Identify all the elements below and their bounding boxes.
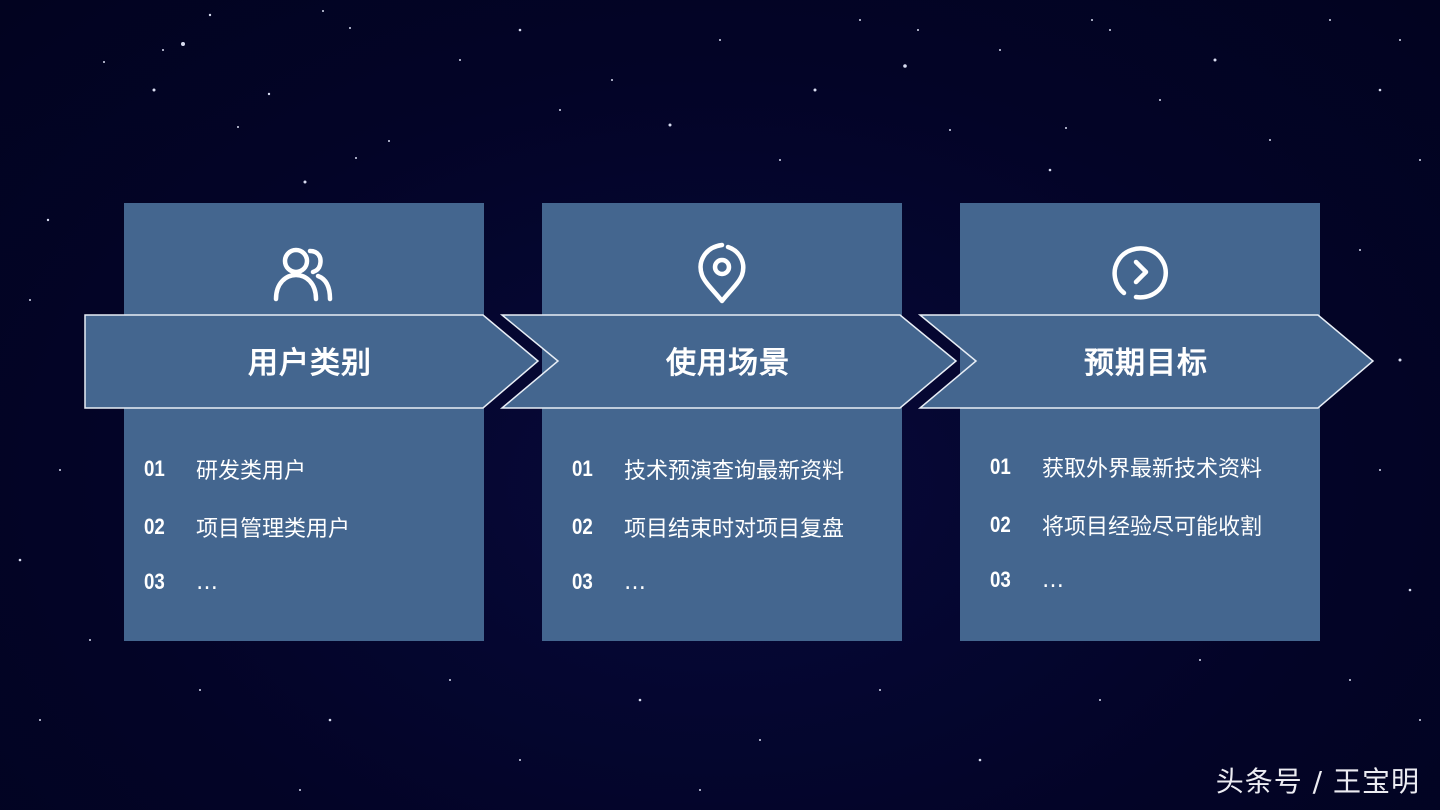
item-number: 03 (572, 569, 593, 594)
item-number: 03 (144, 569, 165, 594)
list-item: 02 将项目经验尽可能收割 (990, 509, 1262, 541)
chevron-right-circle-icon (1112, 246, 1168, 300)
list-item: 02 项目结束时对项目复盘 (572, 511, 844, 543)
list-item: 03 … (144, 569, 218, 595)
item-text: 研发类用户 (196, 459, 307, 484)
watermark: 头条号 / 王宝明 (1215, 765, 1420, 798)
title-expected-goals: 预期目标 (1084, 346, 1208, 381)
list-item: 02 项目管理类用户 (144, 511, 350, 543)
item-number: 03 (990, 567, 1011, 592)
title-user-types: 用户类别 (248, 346, 372, 381)
item-number: 01 (144, 456, 165, 481)
item-text: 项目结束时对项目复盘 (624, 517, 845, 542)
panel-expected-goals: 01 获取外界最新技术资料 02 将项目经验尽可能收割 03 … (960, 203, 1320, 641)
item-text: 将项目经验尽可能收割 (1042, 515, 1263, 540)
item-text: 项目管理类用户 (196, 517, 351, 542)
list-item: 03 … (990, 567, 1064, 593)
item-number: 02 (990, 512, 1011, 537)
item-text: 技术预演查询最新资料 (624, 459, 845, 484)
item-number: 01 (572, 456, 593, 481)
panel-use-scenarios: 01 技术预演查询最新资料 02 项目结束时对项目复盘 03 … (542, 203, 902, 641)
users-icon (273, 247, 333, 302)
list-item: 03 … (572, 569, 646, 595)
item-number: 02 (572, 514, 593, 539)
item-text: … (624, 569, 646, 595)
item-text: … (196, 569, 218, 595)
item-text: … (1042, 567, 1064, 593)
panel-user-types: 01 研发类用户 02 项目管理类用户 03 … (124, 203, 484, 641)
item-number: 01 (990, 454, 1011, 479)
list-item: 01 技术预演查询最新资料 (572, 453, 844, 485)
location-pin-icon (698, 242, 746, 304)
list-item: 01 研发类用户 (144, 453, 306, 485)
item-text: 获取外界最新技术资料 (1042, 457, 1263, 482)
list-item: 01 获取外界最新技术资料 (990, 451, 1262, 483)
item-number: 02 (144, 514, 165, 539)
title-use-scenarios: 使用场景 (666, 346, 790, 381)
